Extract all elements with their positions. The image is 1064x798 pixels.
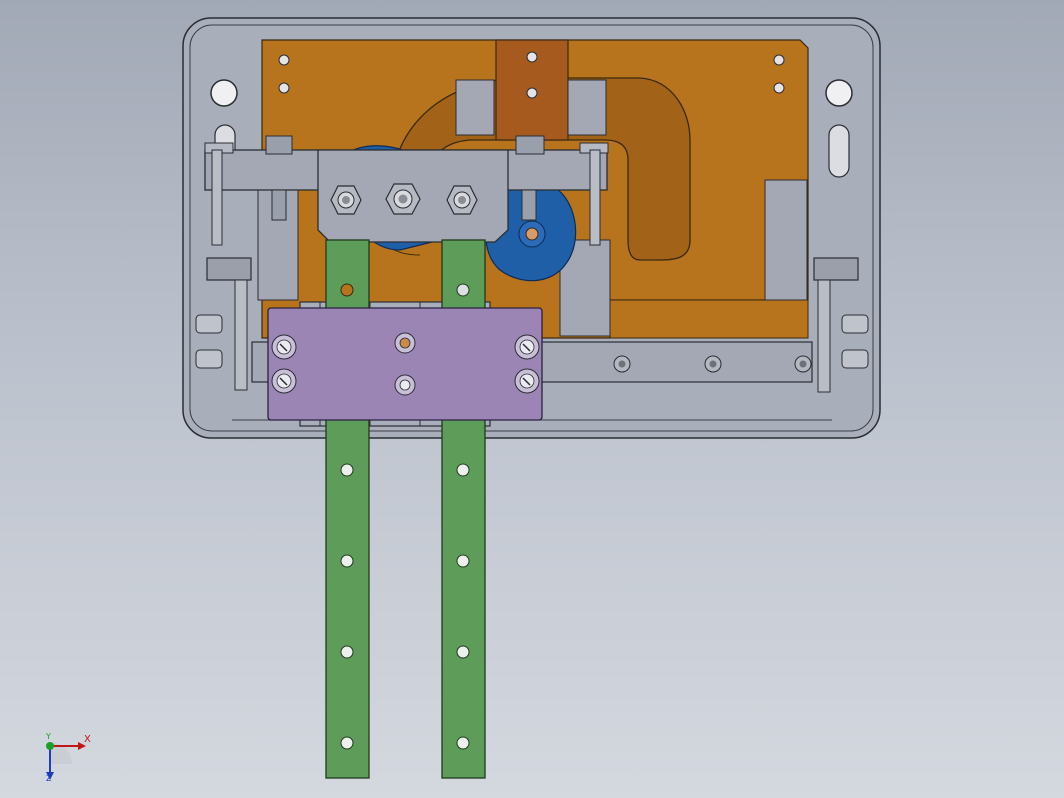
triad-graphic	[46, 742, 86, 780]
mount-hole-right	[825, 79, 853, 107]
clamp-plate[interactable]	[267, 307, 543, 421]
slot-right	[828, 124, 850, 178]
right-side-clamp[interactable]	[813, 257, 869, 393]
coordinate-triad: X Y Z	[38, 728, 98, 788]
mount-hole-left	[210, 79, 238, 107]
hex-nuts[interactable]	[330, 183, 478, 215]
axis-x-label: X	[84, 734, 91, 745]
axis-z-label: Z	[46, 774, 52, 783]
top-bracket[interactable]	[204, 135, 609, 246]
left-side-clamp[interactable]	[195, 257, 252, 391]
axis-y-label: Y	[46, 732, 51, 741]
